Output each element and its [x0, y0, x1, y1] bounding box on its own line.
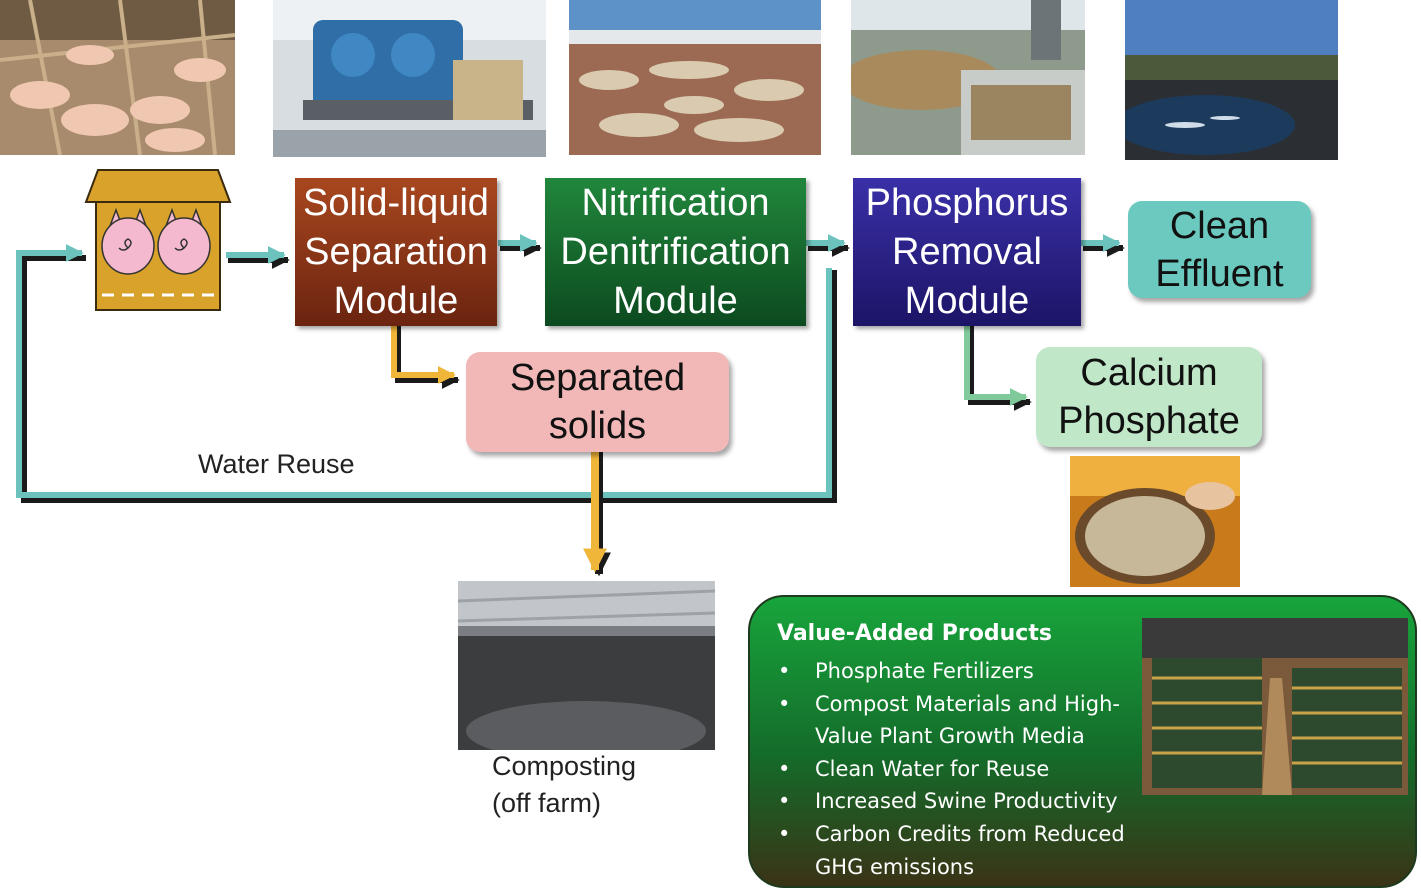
photo-product-bags — [1142, 618, 1408, 795]
list-item: Phosphate Fertilizers — [774, 655, 1145, 688]
composting-label-line2: (off farm) — [492, 788, 602, 818]
module-line: Module — [904, 279, 1030, 322]
module-line: Module — [613, 279, 738, 322]
photo-phosphorus-tank — [851, 0, 1085, 155]
output-line: solids — [548, 405, 647, 447]
pig-icon — [157, 207, 211, 275]
list-item: Carbon Credits from Reduced GHG emission… — [774, 818, 1145, 883]
value-added-products-panel: Value-Added Products Phosphate Fertilize… — [748, 595, 1417, 888]
clean-effluent-output: Clean Effluent — [1128, 201, 1311, 298]
water-reuse-label: Water Reuse — [198, 449, 355, 479]
solid-liquid-separation-module: Solid-liquid Separation Module — [295, 178, 497, 326]
calcium-phosphate-output: Calcium Phosphate — [1036, 347, 1262, 447]
nitrification-denitrification-module: Nitrification Denitrification Module — [545, 178, 806, 326]
output-line: Calcium — [1080, 352, 1218, 394]
module-line: Denitrification — [560, 230, 791, 273]
output-line: Phosphate — [1058, 400, 1240, 442]
photo-composting-shed — [458, 581, 715, 750]
photo-clean-water-tank — [1125, 0, 1338, 160]
barn-with-pigs-icon — [84, 169, 232, 311]
photo-swine-barn — [0, 0, 235, 155]
value-added-title: Value-Added Products — [777, 621, 1052, 646]
module-line: Removal — [892, 230, 1042, 273]
list-item: Compost Materials and High-Value Plant G… — [774, 688, 1145, 753]
phosphorus-removal-module: Phosphorus Removal Module — [853, 178, 1081, 326]
output-line: Separated — [509, 357, 686, 399]
output-line: Effluent — [1155, 252, 1284, 295]
output-line: Clean — [1169, 204, 1270, 247]
value-added-list: Phosphate Fertilizers Compost Materials … — [774, 655, 1145, 883]
photo-separator-machine — [273, 0, 546, 157]
pig-icon — [101, 207, 155, 275]
module-line: Phosphorus — [865, 181, 1069, 224]
module-line: Separation — [304, 230, 488, 273]
module-line: Module — [333, 279, 459, 322]
module-line: Nitrification — [581, 181, 770, 224]
list-item: Increased Swine Productivity — [774, 785, 1145, 818]
list-item: Clean Water for Reuse — [774, 753, 1145, 786]
photo-calcium-phosphate-sieve — [1070, 456, 1240, 587]
separated-solids-output: Separated solids — [466, 352, 729, 452]
photo-aeration-lagoon — [569, 0, 821, 155]
composting-label-line1: Composting — [492, 751, 637, 781]
module-line: Solid-liquid — [303, 181, 489, 224]
